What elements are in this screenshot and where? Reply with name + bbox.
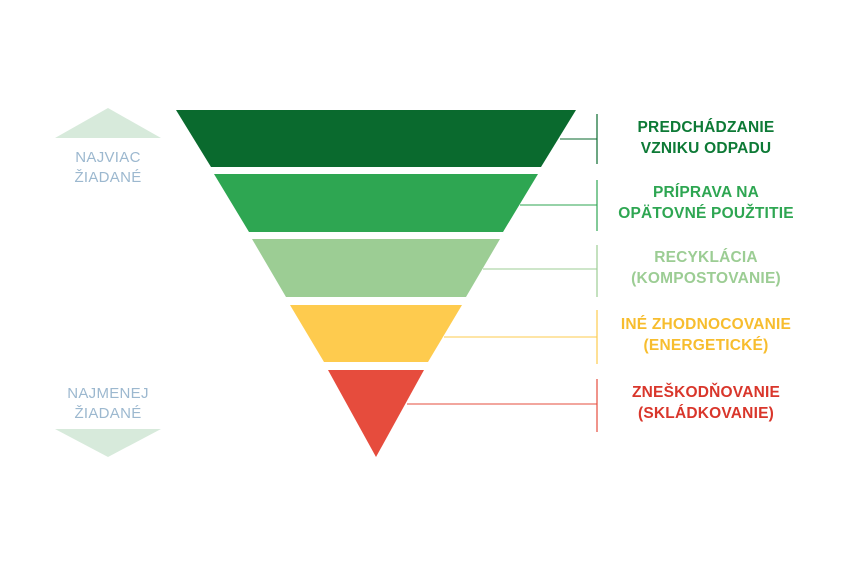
up-arrow-icon xyxy=(55,108,161,138)
least-desired-label-line2: ŽIADANÉ xyxy=(74,405,141,422)
down-arrow-icon xyxy=(55,429,161,457)
level-4-label-line2: (ENERGETICKÉ) xyxy=(644,337,769,354)
most-desired-label-line1: NAJVIAC xyxy=(75,149,140,166)
level-4-band xyxy=(290,305,462,362)
level-5-label-line2: (SKLÁDKOVANIE) xyxy=(638,405,774,422)
level-1-label-line2: VZNIKU ODPADU xyxy=(641,140,772,157)
level-5-band xyxy=(328,370,424,457)
most-desired-label-line2: ŽIADANÉ xyxy=(74,169,141,186)
level-5-label-line1: ZNEŠKODŇOVANIE xyxy=(632,383,780,401)
level-1-band xyxy=(176,110,576,167)
least-desired-label-line1: NAJMENEJ xyxy=(67,385,149,402)
level-3-label-line1: RECYKLÁCIA xyxy=(654,249,758,266)
level-2-band xyxy=(214,174,538,232)
level-2-label-line1: PRÍPRAVA NA xyxy=(653,184,759,201)
level-4-label-line1: INÉ ZHODNOCOVANIE xyxy=(621,316,791,333)
level-1-label-line1: PREDCHÁDZANIE xyxy=(638,119,775,136)
level-3-label-line2: (KOMPOSTOVANIE) xyxy=(631,270,781,287)
level-3-band xyxy=(252,239,500,297)
level-2-label-line2: OPÄTOVNÉ POUŽTITIE xyxy=(618,204,794,222)
